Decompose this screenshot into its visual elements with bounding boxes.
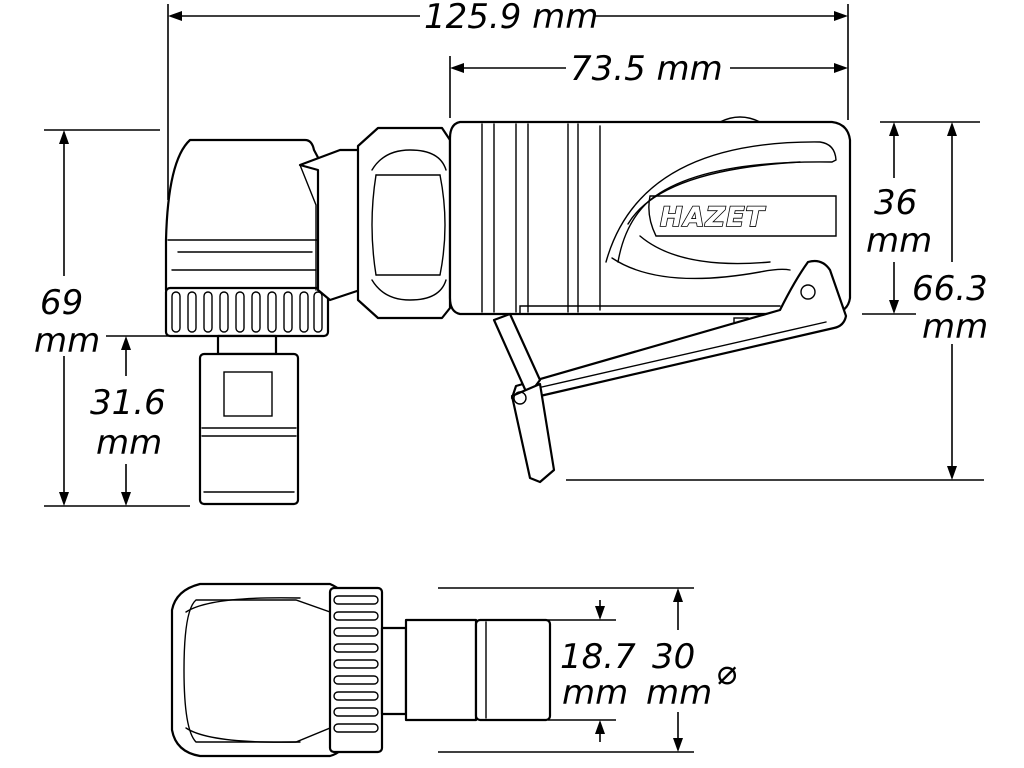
angle-head (164, 138, 330, 338)
hex-nut (356, 126, 452, 320)
body-height-unit: mm (866, 221, 932, 261)
neck (298, 148, 362, 302)
trigger-lever (492, 259, 848, 484)
overall-length-label: 125.9 mm (424, 0, 598, 37)
body-length-label: 73.5 mm (570, 49, 723, 89)
diameter-symbol: ⌀ (716, 653, 737, 693)
brand-logo: HAZET (660, 202, 767, 233)
total-height-value: 69 (40, 283, 83, 323)
collet-diameter-unit: mm (562, 673, 628, 713)
dimension-labels: 125.9 mm 73.5 mm 69 mm 31.6 mm 36 mm 66.… (34, 0, 988, 713)
bottom-view (170, 582, 552, 758)
collet-height-unit: mm (96, 423, 162, 463)
head-diameter-unit: mm (646, 673, 712, 713)
side-view: HAZET (164, 116, 852, 506)
dimension-lines (44, 4, 984, 753)
knurl-ridges-bottom (333, 595, 379, 733)
collet-height-value: 31.6 (90, 383, 166, 423)
lever-height-value: 66.3 (912, 269, 988, 309)
head-diameter-value: 30 (652, 637, 695, 677)
lever-height-unit: mm (922, 307, 988, 347)
body-height-value: 36 (874, 183, 917, 223)
motor-body: HAZET (448, 116, 852, 331)
total-height-unit: mm (34, 321, 100, 361)
collet-diameter-value: 18.7 (560, 637, 636, 677)
knurl-ridges (171, 291, 323, 333)
collet (198, 334, 300, 506)
